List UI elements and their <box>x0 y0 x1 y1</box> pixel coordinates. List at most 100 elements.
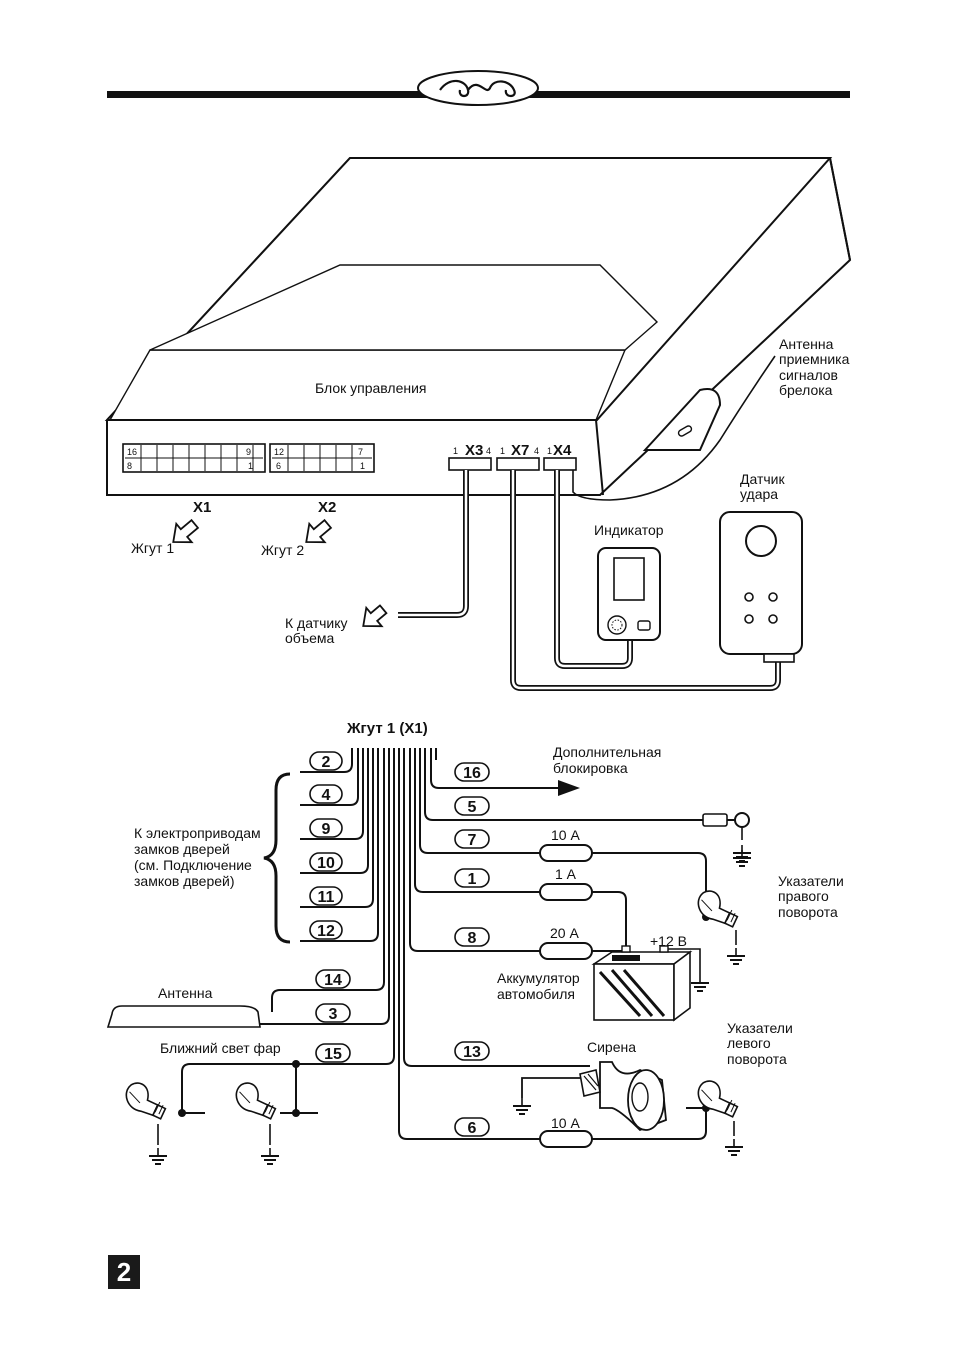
extra-block-2: блокировка <box>553 760 628 776</box>
connectors-small: X3 X7 X4 1 4 1 4 1 <box>448 442 577 471</box>
antenna-label: Антенна <box>158 985 213 1001</box>
header-ornament <box>107 70 850 106</box>
harness1-label: Жгут 1 <box>131 540 174 556</box>
wire-tag-2: 2 <box>309 751 343 771</box>
right-indicators-3: поворота <box>778 904 838 920</box>
volume-sensor-label-2: объема <box>285 630 335 646</box>
harness-bundle <box>181 748 705 1140</box>
x4-pin-1: 1 <box>547 446 552 456</box>
extra-block-1: Дополнительная <box>553 744 661 760</box>
antenna-receiver-3: сигналов <box>779 367 838 383</box>
door-lock-1: К электроприводам <box>134 825 261 841</box>
left-indicators-1: Указатели <box>727 1020 793 1036</box>
wire-tag-14: 14 <box>315 969 351 989</box>
svg-text:11: 11 <box>318 889 335 906</box>
svg-text:6: 6 <box>468 1120 477 1137</box>
svg-text:5: 5 <box>468 799 477 816</box>
right-indicators-1: Указатели <box>778 873 844 889</box>
wire-tags-left: 2 4 9 10 11 12 14 3 15 <box>309 751 351 1063</box>
wire-tag-4: 4 <box>309 784 343 804</box>
wire-tag-8: 8 <box>454 927 490 947</box>
connector-x2: 12 6 7 1 X2 <box>269 443 375 516</box>
x3-label: X3 <box>465 442 483 459</box>
harness-arrow-1: Жгут 1 <box>131 518 200 556</box>
antenna-receiver-2: приемника <box>779 351 850 367</box>
fuse-1-label: 1 А <box>555 866 577 882</box>
battery-label-1: Аккумулятор <box>497 970 580 986</box>
wire-tag-16: 16 <box>454 762 490 782</box>
svg-text:16: 16 <box>463 765 481 782</box>
fuses <box>539 844 707 1148</box>
svg-text:10: 10 <box>317 855 335 872</box>
wire-tags-right: 16 5 7 1 8 13 6 <box>454 762 490 1137</box>
siren-label: Сирена <box>587 1039 636 1055</box>
svg-text:4: 4 <box>322 787 331 804</box>
x1-pin-9: 9 <box>246 447 251 457</box>
harness2-label: Жгут 2 <box>261 542 304 558</box>
indicator-device: Индикатор <box>594 522 664 641</box>
battery-label-2: автомобиля <box>497 986 575 1002</box>
wire-tag-7: 7 <box>454 829 490 849</box>
indicator-label: Индикатор <box>594 522 664 538</box>
shock-sensor-label-1: Датчик <box>740 471 785 487</box>
wire-tag-5: 5 <box>454 796 490 816</box>
fuse-7-label: 10 А <box>551 827 580 843</box>
x7-pin-4: 4 <box>534 446 539 456</box>
svg-text:13: 13 <box>463 1044 481 1061</box>
svg-text:3: 3 <box>329 1006 338 1023</box>
harness-arrow-2: Жгут 2 <box>261 518 333 558</box>
x1-pin-16: 16 <box>127 447 137 457</box>
left-turn-indicator: Указатели левого поворота <box>686 1020 793 1156</box>
wire-tag-6: 6 <box>454 1117 490 1137</box>
door-lock-2: замков дверей <box>134 841 230 857</box>
x4-label: X4 <box>553 442 572 459</box>
control-unit: Блок управления <box>104 157 852 496</box>
x7-pin-1: 1 <box>500 446 505 456</box>
svg-text:1: 1 <box>468 871 477 888</box>
svg-text:9: 9 <box>322 821 331 838</box>
x1-pin-8: 8 <box>127 461 132 471</box>
x3-pin-1: 1 <box>453 446 458 456</box>
page-number: 2 <box>108 1255 140 1289</box>
extra-blocking: Дополнительная блокировка <box>553 744 661 796</box>
door-lock-label: К электроприводам замков дверей (см. Под… <box>134 825 261 889</box>
ground-terminal-5 <box>702 812 752 862</box>
wire-tag-12: 12 <box>309 920 343 940</box>
fuse-6-label: 10 А <box>551 1115 580 1131</box>
x2-pin-7: 7 <box>358 447 363 457</box>
low-beam-label: Ближний свет фар <box>160 1040 281 1056</box>
low-beam-headlights: Ближний свет фар <box>121 1040 318 1165</box>
wire-tag-11: 11 <box>309 886 343 906</box>
antenna-receiver-label: Антенна приемника сигналов брелока <box>779 336 850 398</box>
x7-label: X7 <box>511 442 529 459</box>
svg-text:2: 2 <box>322 754 331 771</box>
x2-pin-1: 1 <box>360 461 365 471</box>
door-lock-4: замков дверей) <box>134 873 235 889</box>
svg-text:8: 8 <box>468 930 477 947</box>
connector-x1: 16 8 9 1 X1 <box>122 443 266 516</box>
battery: +12 В Аккумулятор автомобиля <box>497 933 710 1022</box>
right-indicators-2: правого <box>778 888 829 904</box>
wire-tag-10: 10 <box>309 852 343 872</box>
door-lock-bracket <box>263 772 291 944</box>
svg-text:14: 14 <box>324 972 342 989</box>
x3-pin-4: 4 <box>486 446 491 456</box>
volume-sensor-cable: К датчику объема <box>285 470 469 646</box>
fuse-8-label: 20 А <box>550 925 579 941</box>
left-indicators-3: поворота <box>727 1051 787 1067</box>
svg-text:15: 15 <box>324 1046 342 1063</box>
right-turn-indicator: Указатели правого поворота <box>693 849 844 965</box>
peripheral-cables <box>510 355 781 691</box>
wire-tag-13: 13 <box>454 1041 490 1061</box>
x2-pin-12: 12 <box>274 447 284 457</box>
x1-label: X1 <box>193 499 211 516</box>
door-lock-3: (см. Подключение <box>134 857 252 873</box>
wire-tag-9: 9 <box>309 818 343 838</box>
wire-tag-1: 1 <box>454 868 490 888</box>
control-unit-title: Блок управления <box>315 380 427 396</box>
antenna-receiver-1: Антенна <box>779 336 834 352</box>
left-indicators-2: левого <box>727 1035 771 1051</box>
antenna-receiver-4: брелока <box>779 382 833 398</box>
wire-tag-3: 3 <box>315 1003 351 1023</box>
